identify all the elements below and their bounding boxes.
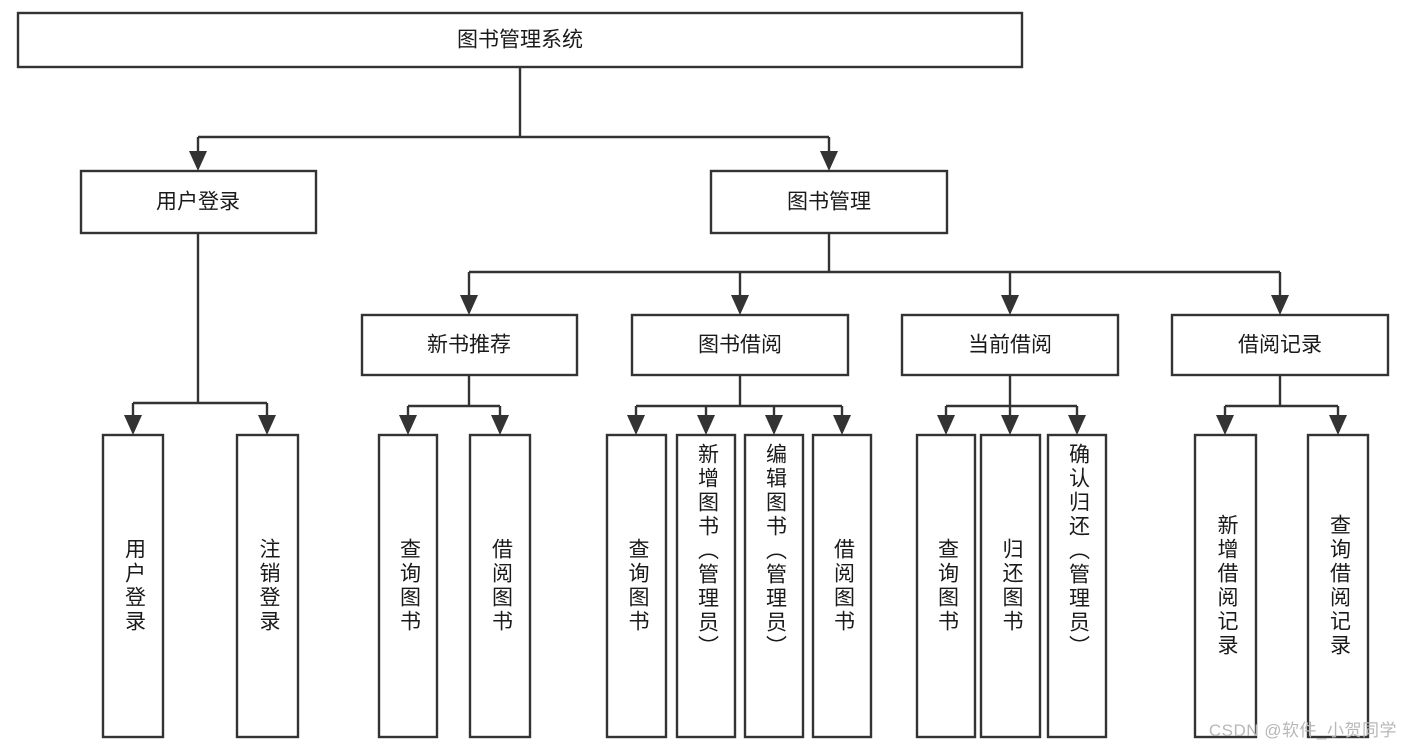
node-root-label: 图书管理系统 <box>457 29 583 52</box>
node-book-borrow-label: 图书借阅 <box>698 334 782 357</box>
arrow-head-leaf-logout <box>258 415 276 435</box>
node-new-book-recommend-rect[interactable] <box>360 313 579 377</box>
node-root[interactable]: 图书管理系统 <box>16 11 1024 69</box>
leaf-borrow-book-rec-rect[interactable] <box>468 433 532 739</box>
arrow-head-user-login <box>189 151 207 171</box>
arrow-head-leaf-query-book-borrow <box>627 415 645 435</box>
arrow-head-book-borrow <box>731 295 749 315</box>
csdn-watermark: CSDN @软件_小贺同学 <box>1208 721 1397 740</box>
leaf-edit-book-rect[interactable] <box>743 433 805 739</box>
arrow-head-leaf-add-book <box>697 415 715 435</box>
node-user-login-rect[interactable] <box>79 169 318 235</box>
arrow-head-leaf-borrow-book-rec <box>491 415 509 435</box>
node-book-manage-rect[interactable] <box>709 169 949 235</box>
arrow-head-leaf-confirm-return <box>1068 415 1086 435</box>
node-root-rect[interactable] <box>16 11 1024 69</box>
leaf-user-login-rect[interactable] <box>101 433 165 739</box>
leaf-layer <box>101 433 1370 739</box>
node-book-borrow[interactable]: 图书借阅 <box>630 313 850 377</box>
node-book-borrow-rect[interactable] <box>630 313 850 377</box>
leaf-confirm-return-rect[interactable] <box>1046 433 1108 739</box>
node-book-manage[interactable]: 图书管理 <box>709 169 949 235</box>
arrow-head-new-book-recommend <box>460 295 478 315</box>
connector-layer <box>124 67 1347 435</box>
arrow-head-leaf-return-book <box>1001 415 1019 435</box>
arrow-head-leaf-edit-book <box>765 415 783 435</box>
arrow-head-leaf-borrow-book <box>833 415 851 435</box>
leaf-logout-rect[interactable] <box>235 433 300 739</box>
arrow-head-leaf-add-record <box>1216 415 1234 435</box>
arrow-head-book-manage <box>820 151 838 171</box>
leaf-query-book-rec-rect[interactable] <box>377 433 439 739</box>
leaf-return-book-rect[interactable] <box>979 433 1042 739</box>
arrow-head-current-borrow <box>1001 295 1019 315</box>
arrow-head-leaf-query-book-cur <box>937 415 955 435</box>
node-borrow-record-label: 借阅记录 <box>1238 334 1322 357</box>
leaf-add-record-rect[interactable] <box>1193 433 1258 739</box>
node-current-borrow-label: 当前借阅 <box>968 334 1052 357</box>
leaf-query-record-rect[interactable] <box>1306 433 1370 739</box>
node-book-manage-label: 图书管理 <box>787 191 871 214</box>
node-current-borrow-rect[interactable] <box>900 313 1120 377</box>
node-new-book-recommend-label: 新书推荐 <box>427 334 511 357</box>
node-borrow-record-rect[interactable] <box>1170 313 1390 377</box>
node-user-login[interactable]: 用户登录 <box>79 169 318 235</box>
node-borrow-record[interactable]: 借阅记录 <box>1170 313 1390 377</box>
node-current-borrow[interactable]: 当前借阅 <box>900 313 1120 377</box>
leaf-borrow-book-rect[interactable] <box>811 433 873 739</box>
leaf-query-book-borrow-rect[interactable] <box>605 433 668 739</box>
leaf-add-book-rect[interactable] <box>675 433 737 739</box>
arrow-head-leaf-user-login <box>124 415 142 435</box>
node-layer: 图书管理系统 用户登录 图书管理 新书推荐 图书借阅 当前 <box>16 11 1390 739</box>
node-user-login-label: 用户登录 <box>156 191 240 214</box>
arrow-head-borrow-record <box>1271 295 1289 315</box>
leaf-query-book-cur-rect[interactable] <box>915 433 977 739</box>
node-new-book-recommend[interactable]: 新书推荐 <box>360 313 579 377</box>
arrow-head-leaf-query-record <box>1329 415 1347 435</box>
arrow-head-leaf-query-book-rec <box>399 415 417 435</box>
